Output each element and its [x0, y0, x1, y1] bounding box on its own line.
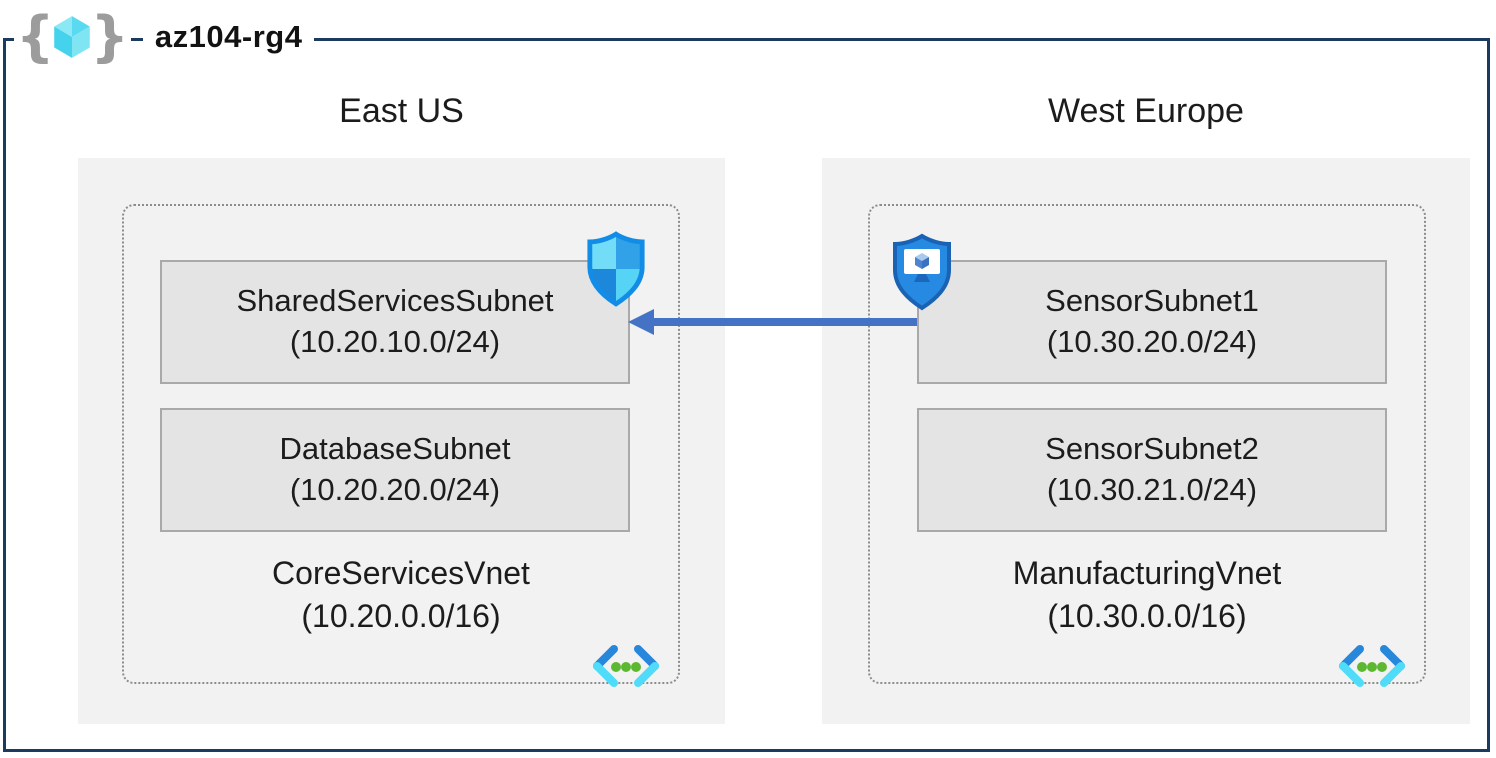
virtual-network-icon [593, 645, 659, 687]
subnet-database: DatabaseSubnet (10.20.20.0/24) [160, 408, 630, 532]
resource-group-header: { } az104-rg4 [14, 4, 315, 70]
resource-group-icon: { } [14, 4, 131, 70]
resource-group-frame [3, 38, 1490, 752]
region-label-east-us: East US [339, 92, 464, 130]
peering-arrow-head-icon [628, 309, 654, 335]
subnet-sensor2: SensorSubnet2 (10.30.21.0/24) [917, 408, 1387, 532]
subnet-cidr: (10.20.20.0/24) [289, 472, 501, 507]
region-label-west-europe: West Europe [1048, 92, 1244, 130]
subnet-sharedservices: SharedServicesSubnet (10.20.10.0/24) [160, 260, 630, 384]
subnet-cidr: (10.30.20.0/24) [1046, 324, 1258, 359]
virtual-network-icon [1339, 645, 1405, 687]
network-security-group-shield-icon [587, 231, 645, 307]
vnet-manufacturing: SensorSubnet1 (10.30.20.0/24) SensorSubn… [868, 204, 1426, 687]
peering-arrow-line [650, 318, 917, 326]
subnet-name: SharedServicesSubnet [236, 283, 554, 319]
vnet-coreservices: SharedServicesSubnet (10.20.10.0/24) Dat… [122, 204, 680, 687]
subnet-sensor1: SensorSubnet1 (10.30.20.0/24) [917, 260, 1387, 384]
subnet-name: SensorSubnet1 [1045, 283, 1259, 319]
subnet-cidr: (10.20.10.0/24) [289, 324, 501, 359]
cube-icon [54, 16, 91, 58]
region-west-europe: SensorSubnet1 (10.30.20.0/24) SensorSubn… [822, 158, 1470, 724]
vnet-name: CoreServicesVnet [272, 555, 530, 591]
subnet-name: DatabaseSubnet [279, 431, 511, 467]
vnet-label-coreservices: CoreServicesVnet (10.20.0.0/16) [124, 552, 678, 638]
vnet-name: ManufacturingVnet [1012, 555, 1282, 591]
resource-group-brace-right: } [90, 5, 129, 68]
subnet-cidr: (10.30.21.0/24) [1046, 472, 1258, 507]
resource-group-title: az104-rg4 [142, 8, 315, 66]
resource-group-brace-left: { [16, 5, 55, 68]
vnet-cidr: (10.20.0.0/16) [301, 598, 501, 635]
region-east-us: SharedServicesSubnet (10.20.10.0/24) Dat… [78, 158, 725, 724]
vnet-label-manufacturing: ManufacturingVnet (10.30.0.0/16) [870, 552, 1424, 638]
subnet-name: SensorSubnet2 [1045, 431, 1259, 467]
shield-monitor-icon [893, 233, 951, 311]
vnet-cidr: (10.30.0.0/16) [1047, 598, 1247, 635]
